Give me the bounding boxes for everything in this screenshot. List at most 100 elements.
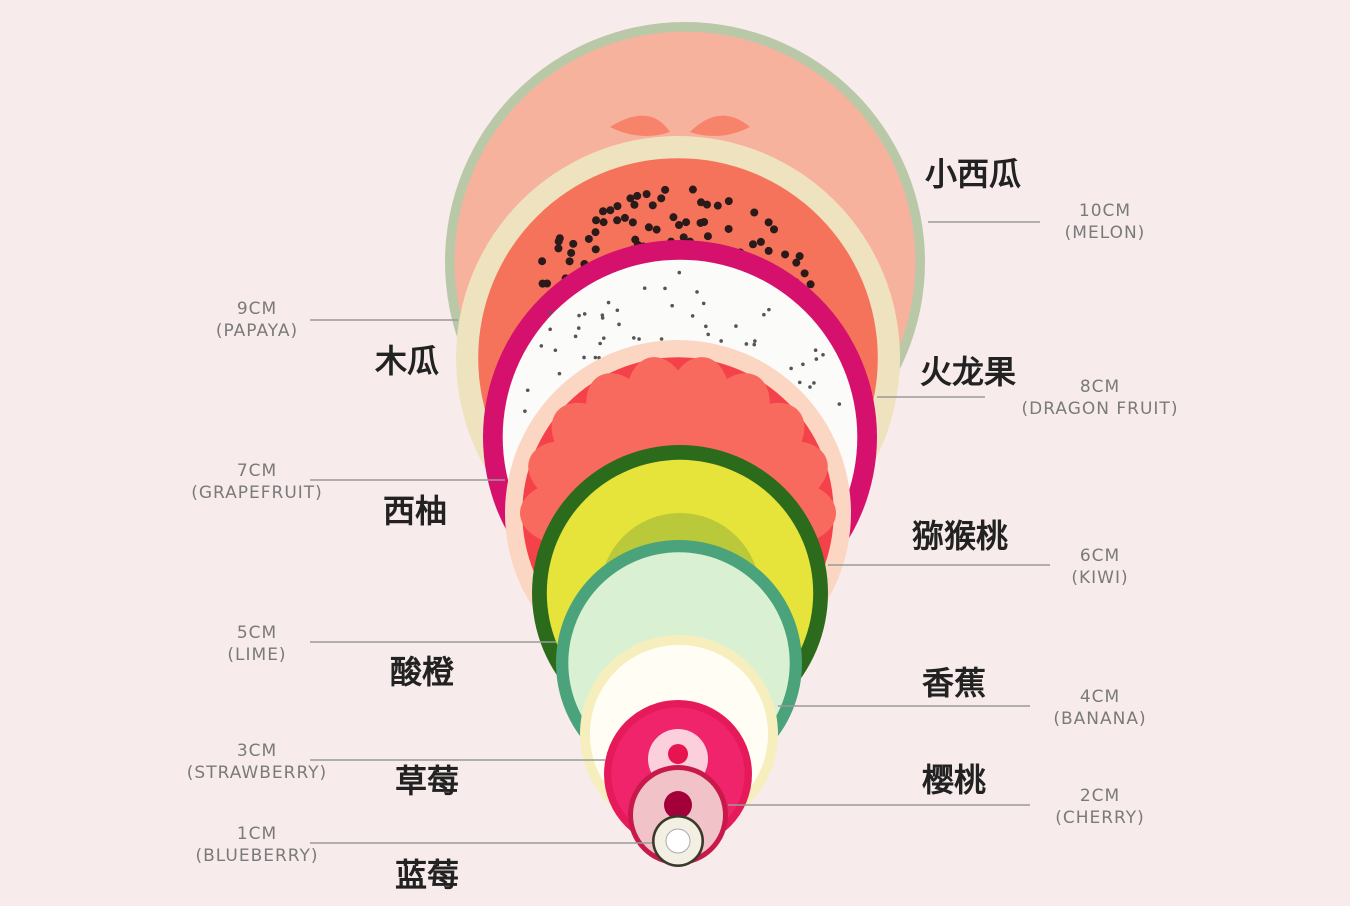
dragonfruit-seed <box>616 309 620 313</box>
dragonfruit-seed <box>582 356 586 360</box>
dragonfruit-seed <box>745 342 749 346</box>
fruit-label-zh: 蓝莓 <box>395 856 459 894</box>
dragonfruit-seed <box>801 362 805 366</box>
fruit-size-label: 9CM <box>237 299 277 319</box>
fruit-label-zh: 猕猴桃 <box>912 517 1008 555</box>
dragonfruit-seed <box>548 311 552 315</box>
dragonfruit-seed <box>752 343 756 347</box>
fruit-name-label: (PAPAYA) <box>216 321 298 341</box>
dragonfruit-seed <box>706 333 710 337</box>
papaya-seed <box>592 245 600 253</box>
papaya-seed <box>682 218 690 226</box>
dragonfruit-seed <box>554 348 558 352</box>
fruit-size-label: 7CM <box>237 461 277 481</box>
fruit-name-label: (LIME) <box>227 645 286 665</box>
papaya-seed <box>765 218 773 226</box>
dragonfruit-seed <box>838 402 842 406</box>
fruit-label-zh: 酸橙 <box>390 653 455 691</box>
papaya-seed <box>567 249 575 257</box>
fruit-name-label: (STRAWBERRY) <box>187 763 327 783</box>
papaya-seed <box>697 219 705 227</box>
dragonfruit-seed <box>637 337 641 341</box>
fruit-name-label: (MELON) <box>1065 223 1146 243</box>
papaya-seed <box>781 250 789 258</box>
papaya-seed <box>714 202 722 210</box>
fruit-name-label: (CHERRY) <box>1055 808 1145 828</box>
papaya-seed <box>725 225 733 233</box>
papaya-seed <box>796 252 804 260</box>
papaya-seed <box>569 240 577 248</box>
dragonfruit-seed <box>577 314 581 318</box>
dragonfruit-seed <box>789 367 793 371</box>
dragonfruit-seed <box>540 344 544 348</box>
dragonfruit-seed <box>670 304 674 308</box>
dragonfruit-seed <box>734 324 738 328</box>
cherry-pit <box>664 791 692 819</box>
dragonfruit-seed <box>798 381 802 385</box>
papaya-seed <box>643 190 651 198</box>
papaya-seed <box>661 186 669 194</box>
papaya-seed <box>566 257 574 265</box>
papaya-seed <box>633 192 641 200</box>
dragonfruit-seed <box>617 323 621 327</box>
fruit-size-label: 8CM <box>1080 377 1120 397</box>
dragonfruit-seed <box>691 314 695 318</box>
dragonfruit-seed <box>815 357 819 361</box>
papaya-seed <box>592 228 600 236</box>
dragonfruit-seed <box>594 356 598 360</box>
papaya-seed <box>554 244 562 252</box>
dragonfruit-seed <box>660 337 664 341</box>
papaya-seed <box>669 213 677 221</box>
papaya-seed <box>770 225 778 233</box>
dragonfruit-seed <box>526 388 530 392</box>
papaya-seed <box>630 201 638 209</box>
fruit-size-label: 5CM <box>237 623 277 643</box>
papaya-seed <box>613 216 621 224</box>
dragonfruit-seed <box>719 339 723 343</box>
papaya-seed <box>750 208 758 216</box>
dragonfruit-seed <box>643 286 647 290</box>
fruit-label-zh: 小西瓜 <box>925 155 1021 193</box>
dragonfruit-seed <box>812 381 816 385</box>
fruit-label-zh: 樱桃 <box>922 761 986 799</box>
dragonfruit-seed <box>767 308 771 312</box>
fruit-size-label: 2CM <box>1080 786 1120 806</box>
fruit-name-label: (KIWI) <box>1071 568 1128 588</box>
papaya-seed <box>555 237 563 245</box>
fruit-name-label: (DRAGON FRUIT) <box>1022 399 1179 419</box>
papaya-seed <box>689 186 697 194</box>
dragonfruit-seed <box>808 385 812 389</box>
fruit-name-label: (GRAPEFRUIT) <box>191 483 323 503</box>
papaya-seed <box>613 202 621 210</box>
dragonfruit-seed <box>602 336 606 340</box>
fruit-name-label: (BLUEBERRY) <box>195 846 318 866</box>
papaya-seed <box>600 218 608 226</box>
papaya-seed <box>585 235 593 243</box>
dragonfruit-seed <box>523 409 527 413</box>
dragonfruit-seed <box>574 335 578 339</box>
papaya-seed <box>631 236 639 244</box>
dragonfruit-seed <box>632 336 636 340</box>
papaya-seed <box>645 223 653 231</box>
dragonfruit-seed <box>753 339 757 343</box>
fruit-label-zh: 火龙果 <box>920 353 1016 391</box>
dragonfruit-seed <box>663 287 667 291</box>
dragonfruit-seed <box>558 372 562 376</box>
dragonfruit-seed <box>548 327 552 331</box>
fruit-size-label: 3CM <box>237 741 277 761</box>
papaya-seed <box>621 214 629 222</box>
fruit-size-label: 1CM <box>237 824 277 844</box>
papaya-seed <box>765 247 773 255</box>
papaya-seed <box>649 201 657 209</box>
fruit-size-label: 6CM <box>1080 546 1120 566</box>
dragonfruit-seed <box>704 325 708 329</box>
blueberry-center <box>666 829 690 853</box>
papaya-seed <box>801 269 809 277</box>
dragonfruit-seed <box>821 353 825 357</box>
dragonfruit-seed <box>762 313 766 317</box>
dragonfruit-seed <box>577 326 581 330</box>
dragonfruit-seed <box>583 312 587 316</box>
fruit-label-zh: 香蕉 <box>922 664 986 702</box>
dragonfruit-seed <box>814 348 818 352</box>
